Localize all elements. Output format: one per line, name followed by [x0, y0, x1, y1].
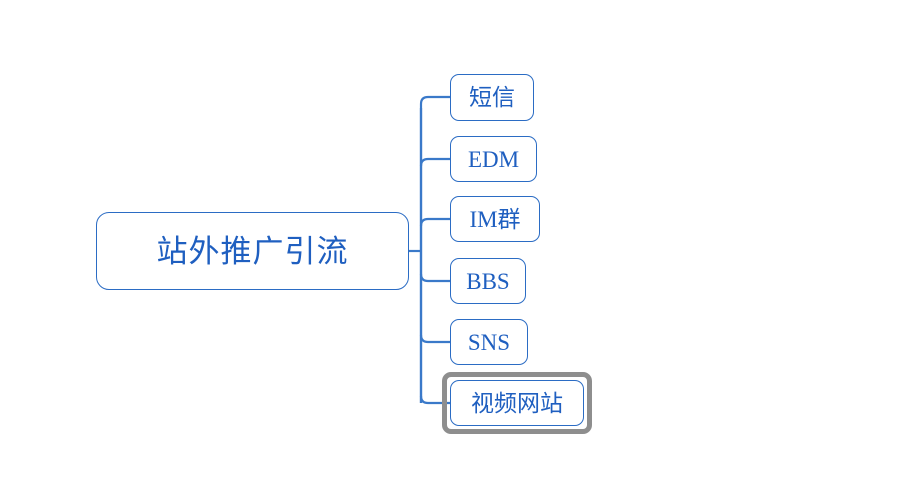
root-node-label: 站外推广引流: [156, 233, 349, 269]
node-label-sns: SNS: [467, 329, 511, 355]
node-label-edm: EDM: [467, 146, 520, 172]
selection-frame: [442, 372, 592, 434]
connector-branch-4: [419, 273, 450, 283]
mindmap-node-bbs[interactable]: BBS: [450, 258, 526, 304]
mindmap-node-sns[interactable]: SNS: [450, 319, 528, 365]
mindmap-root-node[interactable]: 站外推广引流: [96, 212, 409, 290]
connector-branch-5: [419, 334, 450, 344]
connector-branch-2: [419, 157, 450, 167]
mindmap-node-im-group[interactable]: IM群: [450, 196, 540, 242]
node-label-sms: 短信: [469, 85, 515, 110]
mindmap-node-video-site[interactable]: 视频网站: [450, 380, 584, 426]
connector-branch-3: [419, 217, 450, 227]
node-label-bbs: BBS: [466, 268, 510, 294]
node-label-video-site: 视频网站: [471, 390, 563, 416]
mindmap-node-edm[interactable]: EDM: [450, 136, 537, 182]
node-label-im-group: IM群: [469, 206, 521, 232]
connector-branch-1: [419, 95, 450, 108]
mindmap-node-sms[interactable]: 短信: [450, 74, 534, 121]
